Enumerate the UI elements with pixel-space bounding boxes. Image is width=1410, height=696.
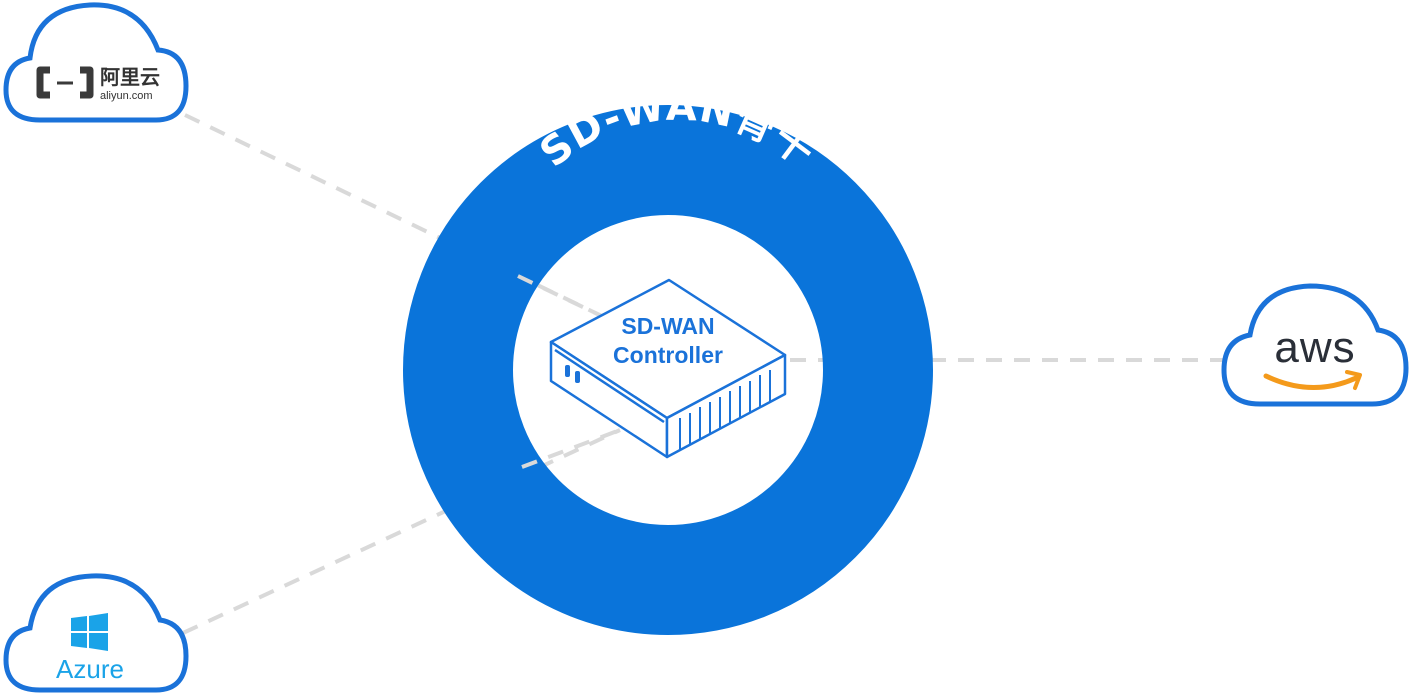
aliyun-logo-icon bbox=[36, 66, 94, 99]
cloud-aliyun-shape bbox=[3, 2, 189, 123]
windows-logo-icon bbox=[71, 613, 108, 651]
controller-led-2 bbox=[575, 371, 580, 383]
controller-edge bbox=[554, 348, 665, 424]
cloud-aliyun: 阿里云 aliyun.com bbox=[3, 2, 189, 123]
controller-label-line1: SD-WAN bbox=[621, 313, 714, 339]
controller-vents bbox=[679, 370, 771, 450]
azure-name: Azure bbox=[56, 654, 124, 684]
amazon-smile-arrow-icon bbox=[1263, 373, 1359, 390]
aliyun-name: 阿里云 bbox=[100, 65, 160, 89]
aws-name: aws bbox=[1274, 323, 1355, 372]
inner-connectors bbox=[517, 274, 820, 469]
cloud-aws: aws bbox=[1221, 283, 1409, 407]
inner-connector-azure bbox=[521, 428, 621, 469]
amazon-arrow-head-icon bbox=[1345, 370, 1362, 390]
aliyun-domain: aliyun.com bbox=[100, 90, 153, 102]
cloud-azure: Azure bbox=[3, 573, 189, 693]
backbone-ring-shape bbox=[403, 105, 933, 635]
connector-lines bbox=[182, 113, 1228, 635]
controller-label-line2: Controller bbox=[613, 342, 723, 368]
connector-aliyun bbox=[184, 113, 611, 322]
controller-right-face bbox=[665, 353, 787, 459]
controller-led-1 bbox=[565, 365, 570, 377]
connector-azure bbox=[182, 428, 621, 635]
backbone-ring: SD-WAN骨干 bbox=[403, 84, 933, 635]
inner-connector-aliyun bbox=[517, 274, 611, 322]
cloud-azure-shape bbox=[3, 573, 189, 693]
controller-device bbox=[549, 278, 787, 459]
